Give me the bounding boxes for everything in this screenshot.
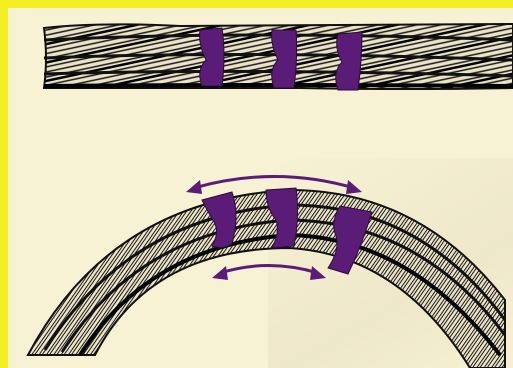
bent-rope	[28, 190, 505, 368]
double-headed-arrow-icon	[212, 266, 326, 281]
